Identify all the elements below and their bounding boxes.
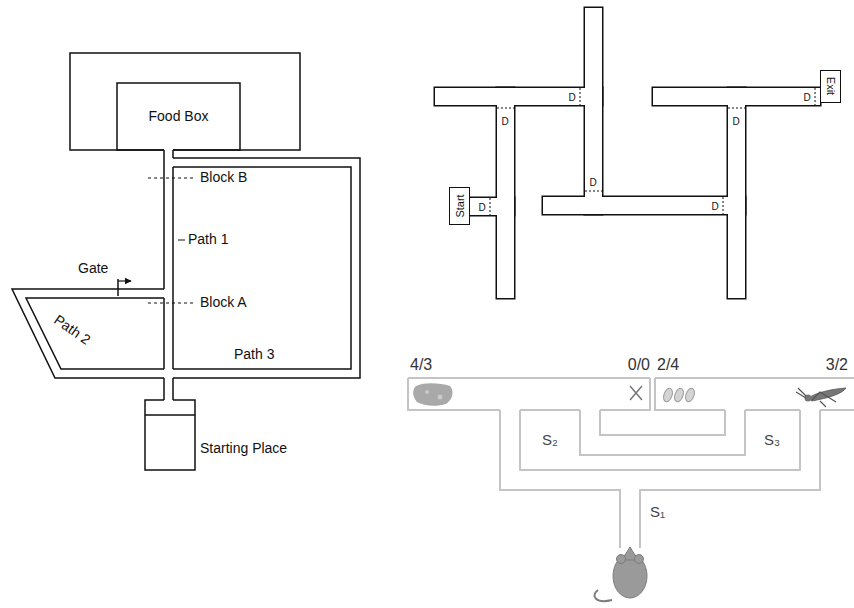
- start-box: Start: [449, 187, 470, 225]
- leader-tick: [178, 240, 185, 241]
- gate-label: Gate: [78, 261, 108, 276]
- starting-box: [145, 400, 195, 470]
- block-label: Block B: [200, 170, 247, 185]
- door-maze-walls: [434, 7, 822, 300]
- door-label: D: [803, 92, 810, 103]
- exit-box: Exit: [820, 70, 841, 103]
- door-label: D: [732, 116, 739, 127]
- path-wall: [26, 298, 164, 369]
- box-text: Start: [453, 194, 465, 217]
- path-label: Path 1: [188, 232, 228, 247]
- reward-value: 2/4: [657, 356, 679, 374]
- state-label: S₃: [764, 432, 780, 449]
- seeds-icon: [662, 387, 696, 403]
- path-label: Path 3: [234, 347, 274, 362]
- state-label: S₂: [542, 432, 558, 449]
- state-label: S₁: [650, 504, 665, 521]
- cricket-icon: [796, 388, 846, 407]
- path-wall: [163, 150, 165, 400]
- block-line: [148, 178, 196, 179]
- gate-arrow: [118, 280, 131, 281]
- door-label: D: [478, 202, 485, 213]
- empty-mark: [630, 386, 642, 400]
- door-lines: [490, 88, 815, 215]
- path-label: Path 2: [51, 312, 93, 348]
- reward-value: 4/3: [410, 356, 432, 374]
- cheese-icon: [413, 383, 452, 405]
- path-wall: [172, 150, 174, 400]
- block-line: [148, 303, 196, 304]
- path-wall: [173, 158, 360, 378]
- box-text: Exit: [824, 77, 836, 95]
- door-label: D: [589, 177, 596, 188]
- door-label: D: [501, 116, 508, 127]
- food-box-inner: [117, 83, 240, 150]
- path-wall: [12, 289, 164, 378]
- door-label: D: [711, 201, 718, 212]
- food-box-outer: [70, 53, 300, 150]
- food-box: Food Box: [117, 83, 240, 150]
- door-label: D: [568, 92, 575, 103]
- box-label: Starting Place: [200, 441, 287, 456]
- box-text: Food Box: [149, 109, 209, 124]
- rat-illustration: [594, 547, 647, 601]
- reward-value: 0/0: [628, 356, 650, 374]
- reward-value: 3/2: [826, 356, 848, 374]
- choice-tree: [408, 378, 854, 548]
- detour-maze: [12, 53, 360, 470]
- path-wall: [173, 167, 351, 369]
- door-maze-floor: [435, 8, 820, 298]
- block-label: Block A: [200, 295, 247, 310]
